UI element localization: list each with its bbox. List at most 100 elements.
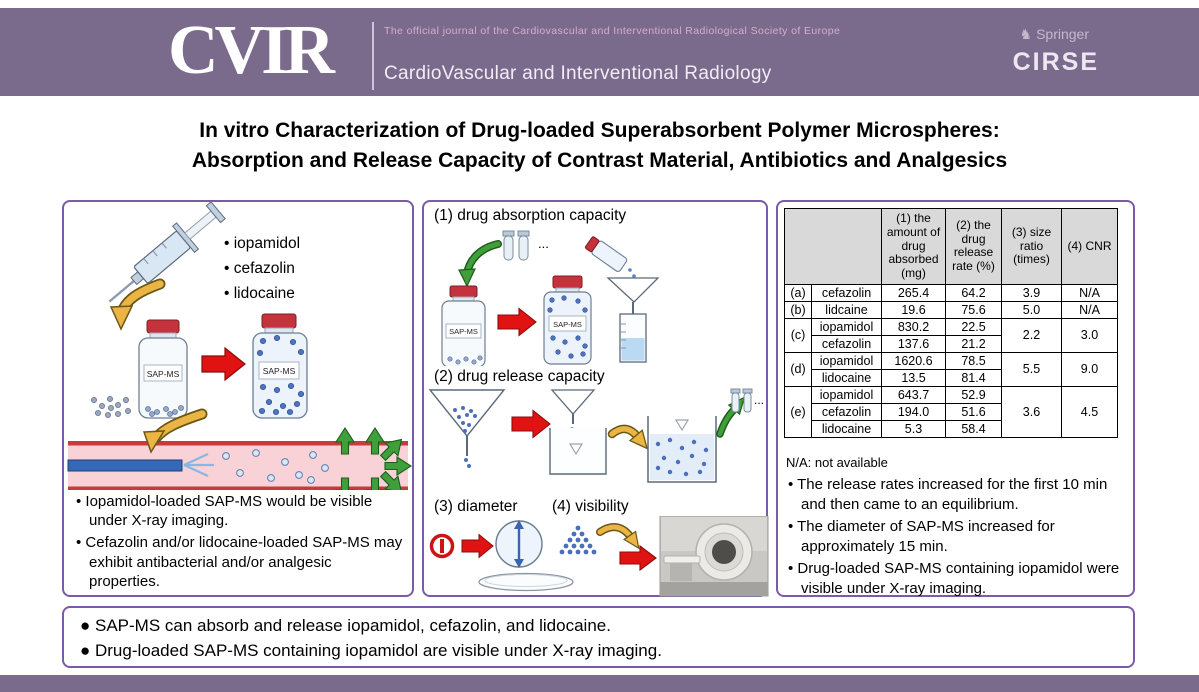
cell-drug: iopamidol	[811, 317, 882, 336]
sap-ms-vial: SAP-MS	[441, 285, 486, 366]
cell-absorbed: 265.4	[881, 283, 946, 302]
cell-group: (d)	[784, 351, 812, 387]
results-panel: (1) the amount of drug absorbed (mg) (2)…	[776, 200, 1135, 597]
cell-absorbed: 13.5	[881, 368, 946, 387]
conclusions-panel: ● SAP-MS can absorb and release iopamido…	[62, 606, 1135, 668]
finding-item: • The diameter of SAP-MS increased for a…	[788, 518, 1055, 555]
cell-release: 78.5	[945, 351, 1002, 370]
red-arrow-icon	[619, 544, 657, 572]
cell-cnr: 4.5	[1061, 385, 1118, 438]
microsphere-pile	[90, 395, 132, 418]
cell-release: 51.6	[945, 402, 1002, 421]
journal-tagline: The official journal of the Cardiovascul…	[384, 25, 841, 37]
funnel-column-icon	[606, 277, 660, 363]
cell-cnr: N/A	[1061, 300, 1118, 319]
table-row: (b) lidcaine 19.6 75.6 5.0 N/A	[784, 300, 1118, 319]
cell-group: (a)	[784, 283, 812, 302]
banner-separator	[372, 22, 374, 90]
paper-title-line2: Absorption and Release Capacity of Contr…	[191, 149, 1008, 173]
hypothesis-item: • Cefazolin and/or lidocaine-loaded SAP-…	[76, 534, 403, 590]
table-row: (c) iopamidol 830.2 22.5 2.2 3.0	[784, 317, 1118, 353]
drug-list: • iopamidol • cefazolin • lidocaine	[224, 232, 300, 306]
release-beaker-icon	[647, 416, 717, 483]
hypothesis-item: • Iopamidol-loaded SAP-MS would be visib…	[76, 493, 373, 530]
cell-absorbed: 137.6	[881, 334, 946, 353]
red-arrow-icon	[461, 533, 494, 559]
cell-ratio: 2.2	[1001, 317, 1062, 353]
header-ratio: (3) size ratio (times)	[1001, 208, 1062, 285]
cell-absorbed: 5.3	[881, 419, 946, 438]
findings-list: • The release rates increased for the fi…	[788, 475, 1128, 601]
header-release: (2) the drug release rate (%)	[945, 208, 1002, 285]
ellipsis: ...	[538, 236, 549, 251]
yellow-curved-arrow-icon	[596, 523, 640, 550]
header-cnr: (4) CNR	[1061, 208, 1118, 285]
cell-ratio: 5.0	[1001, 300, 1062, 319]
journal-banner: CVIR The official journal of the Cardiov…	[0, 8, 1199, 96]
table-footnote: N/A: not available	[786, 455, 888, 470]
header-amount: (1) the amount of drug absorbed (mg)	[881, 208, 946, 285]
pouring-vial-icon	[584, 236, 628, 272]
ct-scanner-photo	[659, 516, 769, 597]
vial-label: SAP-MS	[449, 327, 478, 336]
step4-label: (4) visibility	[552, 498, 629, 515]
cell-group: (c)	[784, 317, 812, 353]
step3-label: (3) diameter	[434, 498, 518, 515]
yellow-curved-arrow-icon	[142, 408, 208, 454]
petri-dish-icon	[478, 572, 574, 592]
cell-absorbed: 643.7	[881, 385, 946, 404]
table-row: cefazolin 194.0 51.6	[785, 402, 1118, 421]
cell-drug: iopamidol	[811, 385, 882, 404]
springer-logo: ♞Springer	[1020, 26, 1089, 43]
vial-label: SAP-MS	[553, 320, 582, 329]
sap-ms-vial-loaded: SAP-MS	[543, 275, 592, 365]
cell-absorbed: 830.2	[881, 317, 946, 336]
red-arrow-icon	[497, 307, 537, 337]
ellipsis: ...	[754, 393, 764, 407]
funnel-particles-icon	[428, 389, 506, 468]
cell-release: 52.9	[945, 385, 1002, 404]
footer-bar	[0, 675, 1199, 692]
results-table: (1) the amount of drug absorbed (mg) (2)…	[784, 208, 1118, 438]
diameter-circle-icon	[495, 520, 543, 568]
diameter-visibility-illustration	[429, 516, 769, 597]
sphere-icon	[429, 533, 455, 559]
left-panel-illustration: SAP-MS SAP-MS	[67, 202, 412, 490]
cell-cnr: N/A	[1061, 283, 1118, 302]
table-row: (e) iopamidol 643.7 52.9 3.6 4.5	[784, 385, 1118, 438]
step2-label: (2) drug release capacity	[434, 368, 605, 385]
cell-group: (b)	[784, 300, 812, 319]
cell-drug: lidocaine	[811, 368, 882, 387]
green-curved-arrow-icon	[458, 240, 502, 288]
table-row: lidocaine 13.5 81.4	[785, 368, 1118, 387]
released-microspheres	[222, 449, 329, 484]
finding-item: • Drug-loaded SAP-MS containing iopamido…	[788, 560, 1120, 597]
finding-item: • The release rates increased for the fi…	[788, 476, 1108, 513]
green-arrows-icon	[334, 426, 412, 490]
yellow-curved-arrow-icon	[109, 278, 166, 331]
conclusion-item: ● Drug-loaded SAP-MS containing iopamido…	[80, 640, 662, 660]
springer-knight-icon: ♞	[1019, 26, 1033, 42]
spray-icon	[183, 453, 214, 477]
paper-title: In vitro Characterization of Drug-loaded…	[0, 116, 1199, 177]
cell-release: 81.4	[945, 368, 1002, 387]
cell-group: (e)	[784, 385, 812, 438]
sap-ms-vial-loaded: SAP-MS	[252, 313, 308, 419]
cell-release: 21.2	[945, 334, 1002, 353]
drug-list-item: • lidocaine	[224, 284, 295, 302]
red-arrow-icon	[201, 346, 246, 382]
vial-label: SAP-MS	[263, 366, 296, 376]
cell-cnr: 3.0	[1061, 317, 1118, 353]
syringe-icon	[108, 202, 226, 303]
release-illustration: ...	[428, 388, 764, 483]
cell-absorbed: 1620.6	[881, 351, 946, 370]
drug-list-item: • iopamidol	[224, 235, 301, 252]
cvir-logo: CVIR	[168, 12, 335, 89]
cell-drug: lidocaine	[811, 419, 882, 438]
step1-label: (1) drug absorption capacity	[434, 207, 627, 224]
cell-release: 75.6	[945, 300, 1002, 319]
header-empty	[784, 208, 882, 285]
cell-ratio: 5.5	[1001, 351, 1062, 387]
cell-cnr: 9.0	[1061, 351, 1118, 387]
table-row: (a) cefazolin 265.4 64.2 3.9 N/A	[784, 283, 1118, 302]
